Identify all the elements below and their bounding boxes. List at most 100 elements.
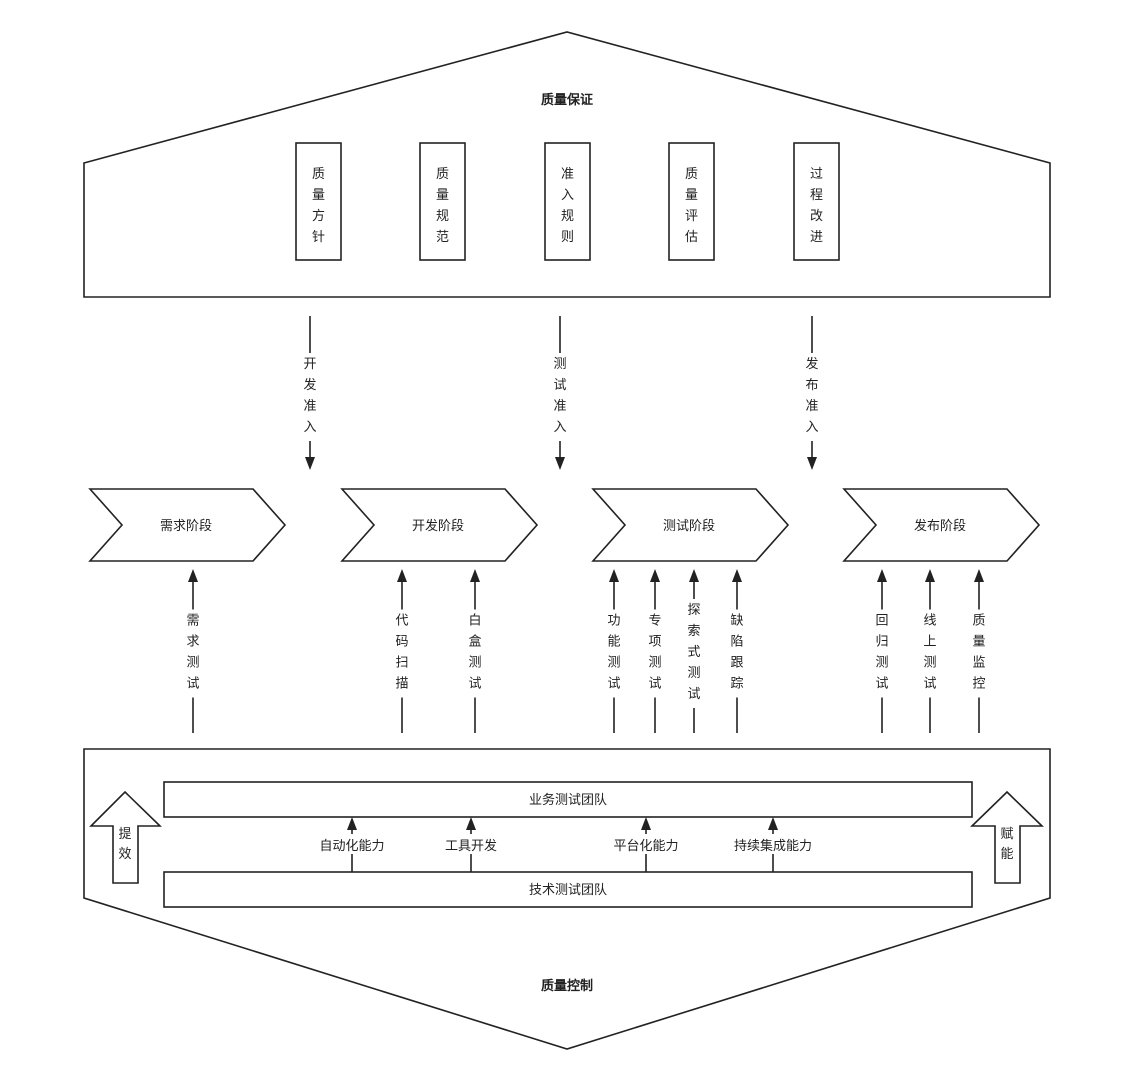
phase-chevron bbox=[340, 488, 539, 562]
activity-label-char: 试 bbox=[923, 677, 936, 692]
pillar-label-char: 改 bbox=[810, 209, 823, 224]
pillar-box bbox=[295, 142, 342, 261]
gate-label-char: 试 bbox=[553, 378, 566, 393]
activity-arrow-head bbox=[470, 569, 480, 582]
activity-label-char: 线 bbox=[923, 614, 936, 629]
empower-label-char-1: 赋 bbox=[1000, 827, 1013, 842]
gate-label-char: 入 bbox=[805, 420, 818, 435]
phase-chevron bbox=[591, 488, 790, 562]
activity-label-char: 跟 bbox=[730, 656, 743, 671]
capability-label-bg bbox=[731, 834, 815, 854]
activity-label-char: 索 bbox=[687, 624, 700, 639]
activity-label-bg bbox=[920, 609, 940, 698]
capability-label: 持续集成能力 bbox=[734, 838, 812, 854]
gate-label-char: 入 bbox=[553, 420, 566, 435]
activity-label-char: 试 bbox=[875, 677, 888, 692]
activity-label-bg bbox=[684, 599, 704, 708]
gate-label-char: 发 bbox=[303, 377, 316, 393]
activity-label-char: 监 bbox=[972, 656, 985, 671]
activity-label-bg bbox=[183, 609, 203, 698]
gate-label-char: 测 bbox=[553, 357, 566, 372]
activity-label-char: 式 bbox=[687, 645, 700, 660]
pillar-label-char: 评 bbox=[685, 209, 698, 224]
activity-label-char: 专 bbox=[648, 614, 661, 629]
activity-label-bg bbox=[645, 609, 665, 698]
capability-arrow: 持续集成能力 bbox=[731, 817, 815, 872]
activity-label-char: 试 bbox=[468, 677, 481, 692]
activity-label-char: 上 bbox=[923, 635, 936, 650]
capability-label: 工具开发 bbox=[445, 838, 497, 854]
activity-label-char: 求 bbox=[186, 635, 199, 650]
capability-arrow-head bbox=[466, 817, 476, 830]
empower-up-arrow bbox=[970, 790, 1044, 884]
gate-label-char: 布 bbox=[805, 378, 818, 393]
business-test-team-label: 业务测试团队 bbox=[529, 792, 607, 808]
activity-label-char: 扫 bbox=[395, 656, 408, 671]
pillar-box bbox=[793, 142, 840, 261]
pillar-label-char: 质 bbox=[312, 167, 325, 182]
pillar-label-char: 方 bbox=[312, 208, 325, 224]
capability-arrow: 自动化能力 bbox=[316, 817, 388, 872]
efficiency-up-arrow bbox=[89, 790, 162, 884]
gate-label-bg bbox=[802, 353, 822, 441]
gate-label-char: 准 bbox=[805, 399, 818, 414]
activity-label-char: 质 bbox=[972, 614, 985, 629]
pillar-label-char: 范 bbox=[436, 230, 449, 245]
activity-arrow-head bbox=[188, 569, 198, 582]
quality-assurance-title: 质量保证 bbox=[541, 92, 593, 108]
pillar-label-char: 质 bbox=[436, 167, 449, 182]
pillar-box bbox=[544, 142, 591, 261]
activity-label-char: 项 bbox=[648, 635, 661, 650]
capability-label: 平台化能力 bbox=[613, 839, 678, 854]
activity-label-char: 测 bbox=[875, 656, 888, 671]
pillar-label-char: 质 bbox=[685, 167, 698, 182]
activity-label-bg bbox=[392, 609, 412, 698]
gate-label-char: 开 bbox=[303, 357, 316, 372]
phase-chevron bbox=[88, 488, 287, 562]
gate-label-char: 准 bbox=[553, 399, 566, 414]
pillar-label-char: 量 bbox=[436, 188, 449, 203]
capability-arrow-head bbox=[347, 817, 357, 830]
capability-label-bg bbox=[442, 834, 500, 854]
quality-control-section: 业务测试团队 技术测试团队 自动化能力 工具开发 平台化能力 持续集成能力 提 效 赋… bbox=[83, 748, 1051, 1050]
efficiency-label-char-2: 效 bbox=[118, 847, 131, 862]
pillar-label-char: 准 bbox=[561, 167, 574, 182]
activity-arrow-head bbox=[925, 569, 935, 582]
capability-arrows: 自动化能力 工具开发 平台化能力 持续集成能力 bbox=[316, 817, 815, 872]
activity-label-char: 量 bbox=[972, 635, 985, 650]
pillar-box bbox=[419, 142, 466, 261]
activity-label-char: 功 bbox=[607, 614, 620, 629]
business-test-team-box bbox=[163, 781, 973, 818]
pillar-label-char: 入 bbox=[561, 188, 574, 203]
efficiency-label-char-1: 提 bbox=[118, 826, 131, 842]
activity-arrow-head bbox=[609, 569, 619, 582]
tech-test-team-label: 技术测试团队 bbox=[529, 883, 607, 898]
phase-label: 发布阶段 bbox=[914, 518, 966, 534]
pillar-label-char: 规 bbox=[436, 209, 449, 224]
activity-label-char: 缺 bbox=[730, 614, 743, 629]
pillar-label-char: 规 bbox=[561, 209, 574, 224]
activity-label-char: 控 bbox=[972, 677, 985, 692]
activity-label-char: 踪 bbox=[730, 677, 743, 692]
capability-arrow: 工具开发 bbox=[442, 817, 500, 872]
